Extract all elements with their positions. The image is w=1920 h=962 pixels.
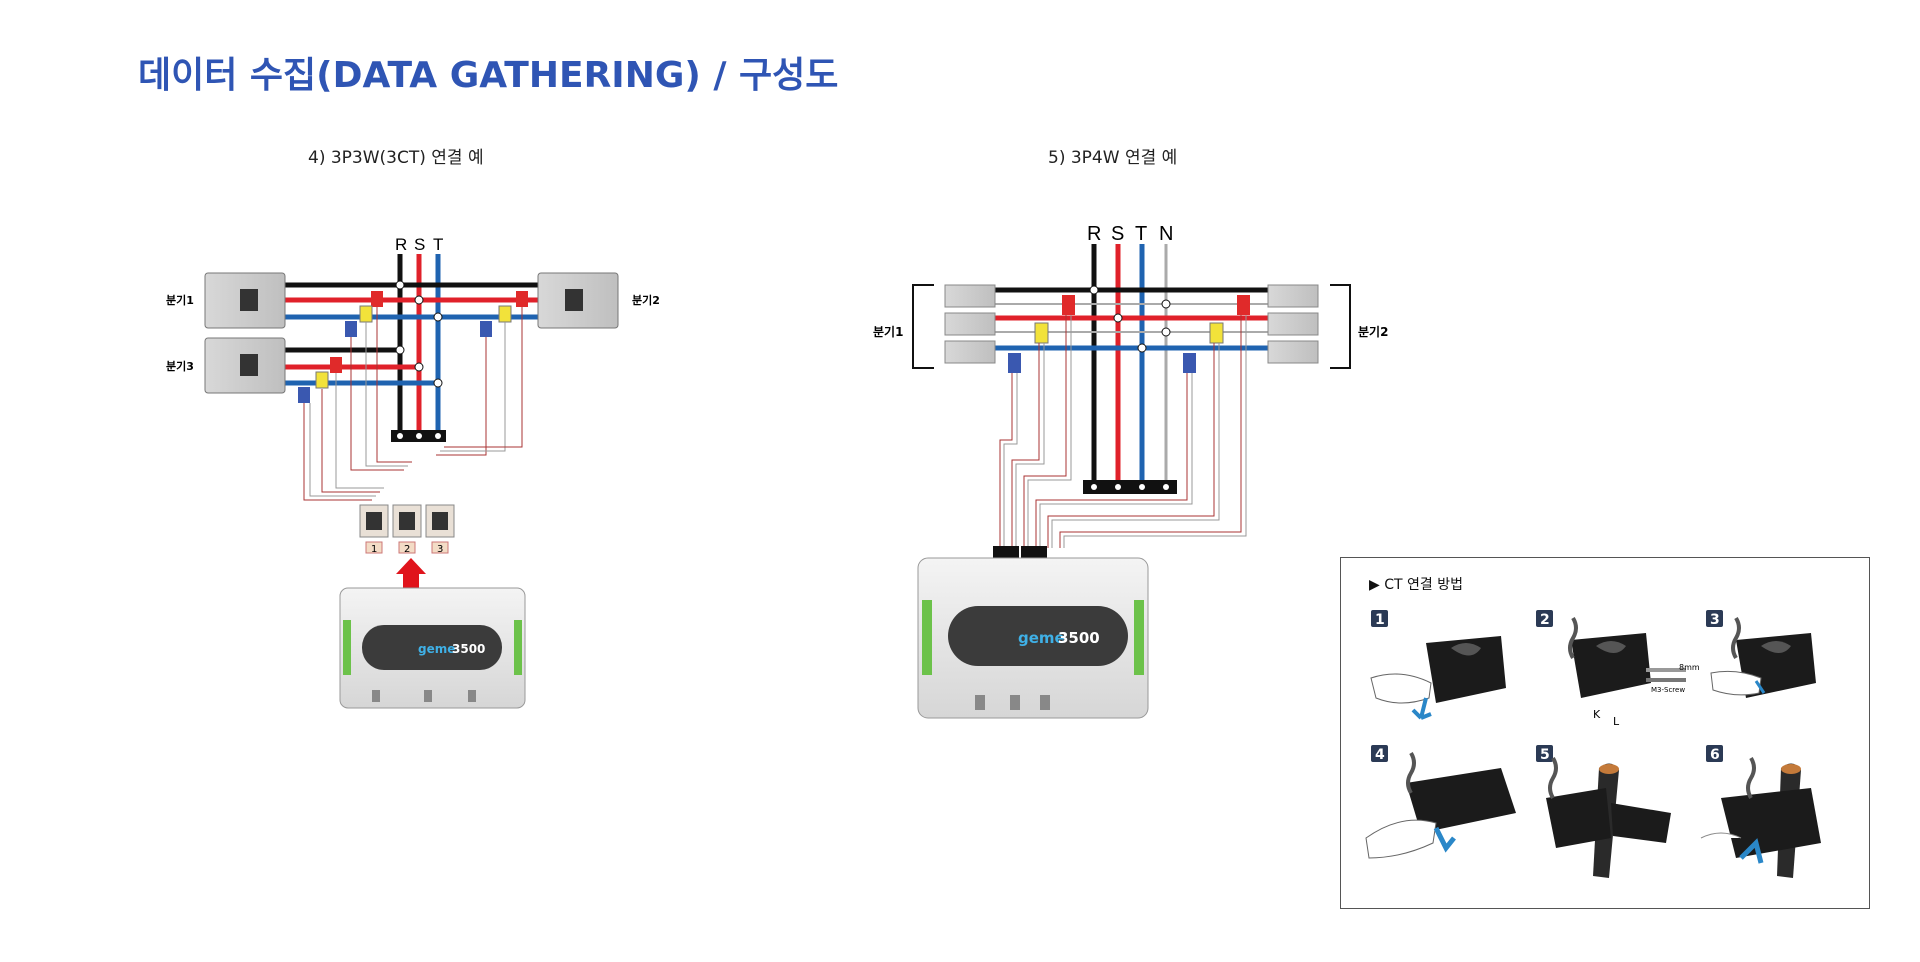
- ct4-s-1: [1034, 322, 1049, 344]
- phase4-label-t: T: [1135, 223, 1147, 245]
- branch4-1-label: 분기1: [873, 324, 903, 339]
- ct4-s-2: [1209, 322, 1224, 344]
- step-3-illustration: [1710, 616, 1816, 698]
- ct-r-branch1: [371, 291, 383, 307]
- port-3-label: 3: [437, 544, 443, 555]
- device-3p3w-model: 3500: [452, 642, 485, 656]
- ct-t-branch1: [345, 321, 357, 337]
- port-2-label: 2: [404, 544, 410, 555]
- ct-s-branch1: [359, 305, 373, 323]
- ct4-r-1: [1062, 295, 1075, 315]
- diagram-3p4w-caption: 5) 3P4W 연결 예: [1048, 148, 1178, 168]
- step-4-badge: 4: [1375, 747, 1385, 763]
- step-6-illustration: [1700, 756, 1821, 878]
- ct-t-branch2: [480, 321, 492, 337]
- step-6-badge: 6: [1710, 747, 1720, 763]
- phase-label-s: S: [414, 235, 425, 254]
- port-1-label: 1: [371, 544, 377, 555]
- phase4-label-n: N: [1159, 223, 1173, 245]
- ct-guide-panel: ▶ CT 연결 방법 1 2 3 4 5 6 K L 8mm M3-: [1340, 557, 1870, 909]
- page-title: 데이터 수집(DATA GATHERING) / 구성도: [138, 55, 839, 96]
- diagram-3p3w-caption: 4) 3P3W(3CT) 연결 예: [308, 148, 484, 168]
- branch-2-label: 분기2: [632, 293, 660, 307]
- ct-guide-title: ▶ CT 연결 방법: [1369, 577, 1463, 593]
- ct4-t-2: [1183, 353, 1196, 373]
- ct4-r-2: [1237, 295, 1250, 315]
- phase-label-t: T: [433, 235, 443, 254]
- ct-t-branch3: [298, 387, 310, 403]
- step-2-badge: 2: [1540, 612, 1550, 628]
- branch-1-label: 분기1: [166, 293, 194, 307]
- device-3p4w-brand: geme: [1018, 629, 1065, 647]
- ct-label-l: L: [1613, 715, 1620, 728]
- branch4-2-label: 분기2: [1358, 324, 1388, 339]
- device-3p3w-brand: geme: [418, 642, 455, 656]
- phase4-label-s: S: [1111, 223, 1124, 245]
- ct-s-branch2: [498, 305, 512, 323]
- branch-3-label: 분기3: [166, 359, 194, 373]
- ct-r-branch2: [516, 291, 528, 307]
- ct-r-branch3: [330, 357, 342, 373]
- device-3p3w: geme 3500: [339, 587, 526, 709]
- step-4-illustration: [1365, 751, 1516, 859]
- ct-guide-steps: 1 2 3 4 5 6 K L 8mm M3-Screw: [1365, 610, 1821, 878]
- step-2-illustration: K L 8mm M3-Screw: [1568, 616, 1700, 728]
- upload-arrow: [396, 558, 426, 590]
- ct-label-k: K: [1593, 708, 1601, 721]
- ct-label-dim: 8mm: [1679, 663, 1700, 672]
- ct4-t-1: [1008, 353, 1021, 373]
- ct-s-branch3: [315, 371, 329, 389]
- device-3p4w-model: 3500: [1058, 629, 1100, 647]
- step-1-illustration: [1370, 636, 1506, 720]
- diagram-3p3w: R S T 분기1 분기2 분기3: [166, 235, 660, 709]
- step-5-illustration: [1546, 756, 1671, 878]
- device-3p4w: geme 3500: [917, 557, 1149, 719]
- step-5-badge: 5: [1540, 747, 1550, 763]
- ct-label-screw: M3-Screw: [1651, 686, 1685, 694]
- step-1-badge: 1: [1375, 612, 1385, 628]
- diagram-3p4w: R S T N 분기1 분기2: [873, 223, 1388, 719]
- phase4-label-r: R: [1087, 223, 1101, 245]
- step-3-badge: 3: [1710, 612, 1720, 628]
- phase-label-r: R: [395, 235, 407, 254]
